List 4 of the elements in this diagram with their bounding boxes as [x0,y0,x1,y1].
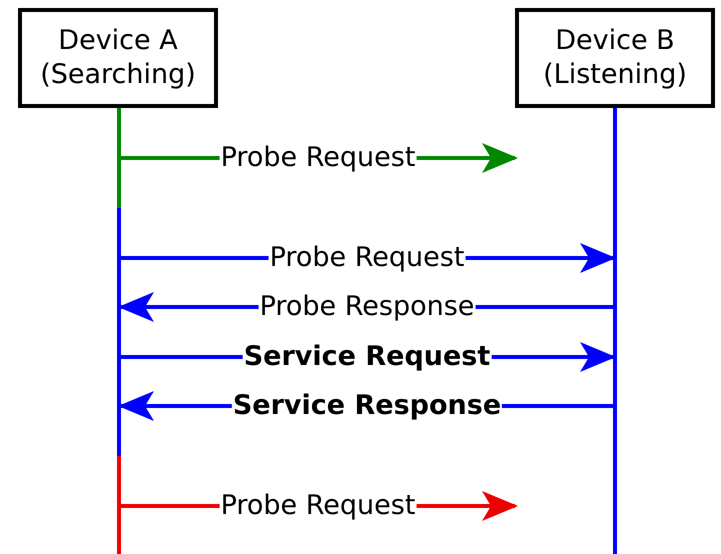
lifeline [117,108,121,554]
device-box: Device B (Listening) [515,8,715,108]
lifeline [613,108,617,554]
device-box: Device A (Searching) [18,8,218,108]
